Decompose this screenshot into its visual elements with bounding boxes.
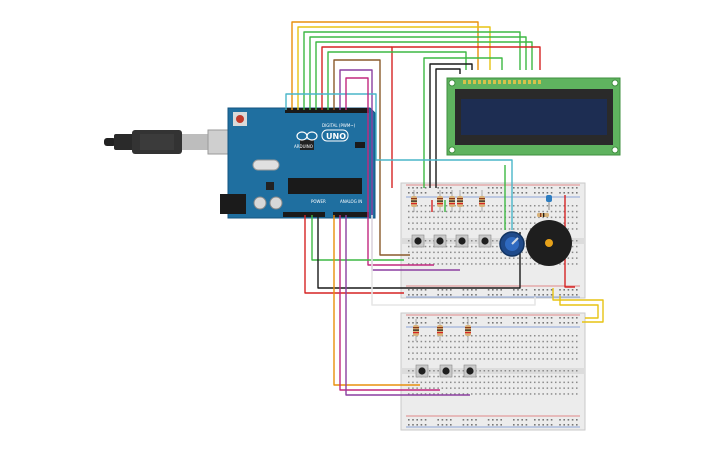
lcd-pin[interactable] [538, 80, 541, 84]
push-buttons-bottom[interactable] [415, 364, 477, 378]
wire-magenta-2 [339, 215, 440, 391]
wire-red-3 [304, 215, 404, 294]
wire-green-1 [303, 31, 521, 110]
wire-green-5 [423, 57, 503, 188]
lcd-display[interactable] [446, 77, 621, 156]
lcd-screen [461, 99, 607, 135]
lcd-pin[interactable] [533, 80, 536, 84]
lcd-pin[interactable] [478, 80, 481, 84]
lcd-pin[interactable] [468, 80, 471, 84]
wire-cyan-1 [285, 93, 513, 230]
wire-black-3 [317, 215, 521, 289]
wire-green-3 [315, 41, 533, 110]
resistors-bottom[interactable] [413, 319, 471, 341]
resistors-top[interactable] [411, 190, 485, 212]
wires [285, 21, 604, 396]
power-jack [220, 194, 246, 214]
lcd-pin[interactable] [503, 80, 506, 84]
wire-magenta-1 [345, 77, 434, 266]
analog-label: ANALOG IN [340, 199, 362, 204]
capacitor-2 [269, 196, 283, 210]
wire-yellow-2 [552, 288, 604, 323]
capacitor-top[interactable] [546, 195, 552, 210]
lcd-pin[interactable] [473, 80, 476, 84]
power-label: POWER [311, 199, 326, 204]
board-name: UNO [326, 132, 346, 141]
wire-red-2 [321, 46, 392, 110]
lcd-pin[interactable] [528, 80, 531, 84]
resistor-buzzer[interactable] [537, 213, 549, 217]
analog-header[interactable] [333, 212, 369, 217]
usb-cable[interactable] [104, 129, 231, 155]
piezo-buzzer[interactable] [526, 220, 572, 266]
lcd-pin[interactable] [513, 80, 516, 84]
lcd-pin[interactable] [523, 80, 526, 84]
usb-chip [300, 140, 314, 150]
atmega-chip [288, 178, 362, 194]
lcd-pin-header[interactable] [463, 80, 541, 84]
wire-white-1 [371, 215, 536, 306]
lcd-pin[interactable] [518, 80, 521, 84]
arduino-logo [296, 131, 318, 141]
wire-red-4 [564, 195, 575, 288]
arduino-uno-board[interactable]: DIGITAL (PWM~) ARDUINO UNO POWER ANALOG … [220, 107, 376, 219]
wire-green-2 [309, 36, 527, 110]
power-header[interactable] [283, 212, 325, 217]
wire-orange-2 [333, 215, 420, 386]
potentiometer[interactable] [499, 231, 525, 257]
lcd-pin[interactable] [498, 80, 501, 84]
wire-yellow-1 [297, 26, 491, 110]
crystal [252, 159, 280, 171]
lcd-pin[interactable] [508, 80, 511, 84]
reset-button[interactable] [236, 115, 244, 123]
wire-green-4 [327, 51, 467, 110]
lcd-pin[interactable] [493, 80, 496, 84]
icsp-header [355, 142, 365, 148]
lcd-pin[interactable] [463, 80, 466, 84]
wire-brown-1 [333, 59, 410, 256]
voltage-regulator [266, 182, 274, 190]
wire-red-1 [391, 46, 541, 188]
wire-black-2 [435, 68, 461, 188]
lcd-pin[interactable] [483, 80, 486, 84]
digital-header[interactable] [285, 108, 369, 113]
wire-purple-1 [339, 69, 460, 271]
lcd-pin[interactable] [488, 80, 491, 84]
wire-green-6 [311, 215, 404, 261]
wire-black-1 [429, 63, 473, 188]
wire-orange-1 [291, 21, 479, 110]
push-buttons-top[interactable] [411, 234, 492, 248]
capacitor-1 [253, 196, 267, 210]
brand-label: ARDUINO [294, 144, 313, 149]
wire-purple-2 [345, 215, 470, 396]
digital-label: DIGITAL (PWM~) [322, 123, 356, 128]
wire-yellow-3 [559, 296, 599, 319]
